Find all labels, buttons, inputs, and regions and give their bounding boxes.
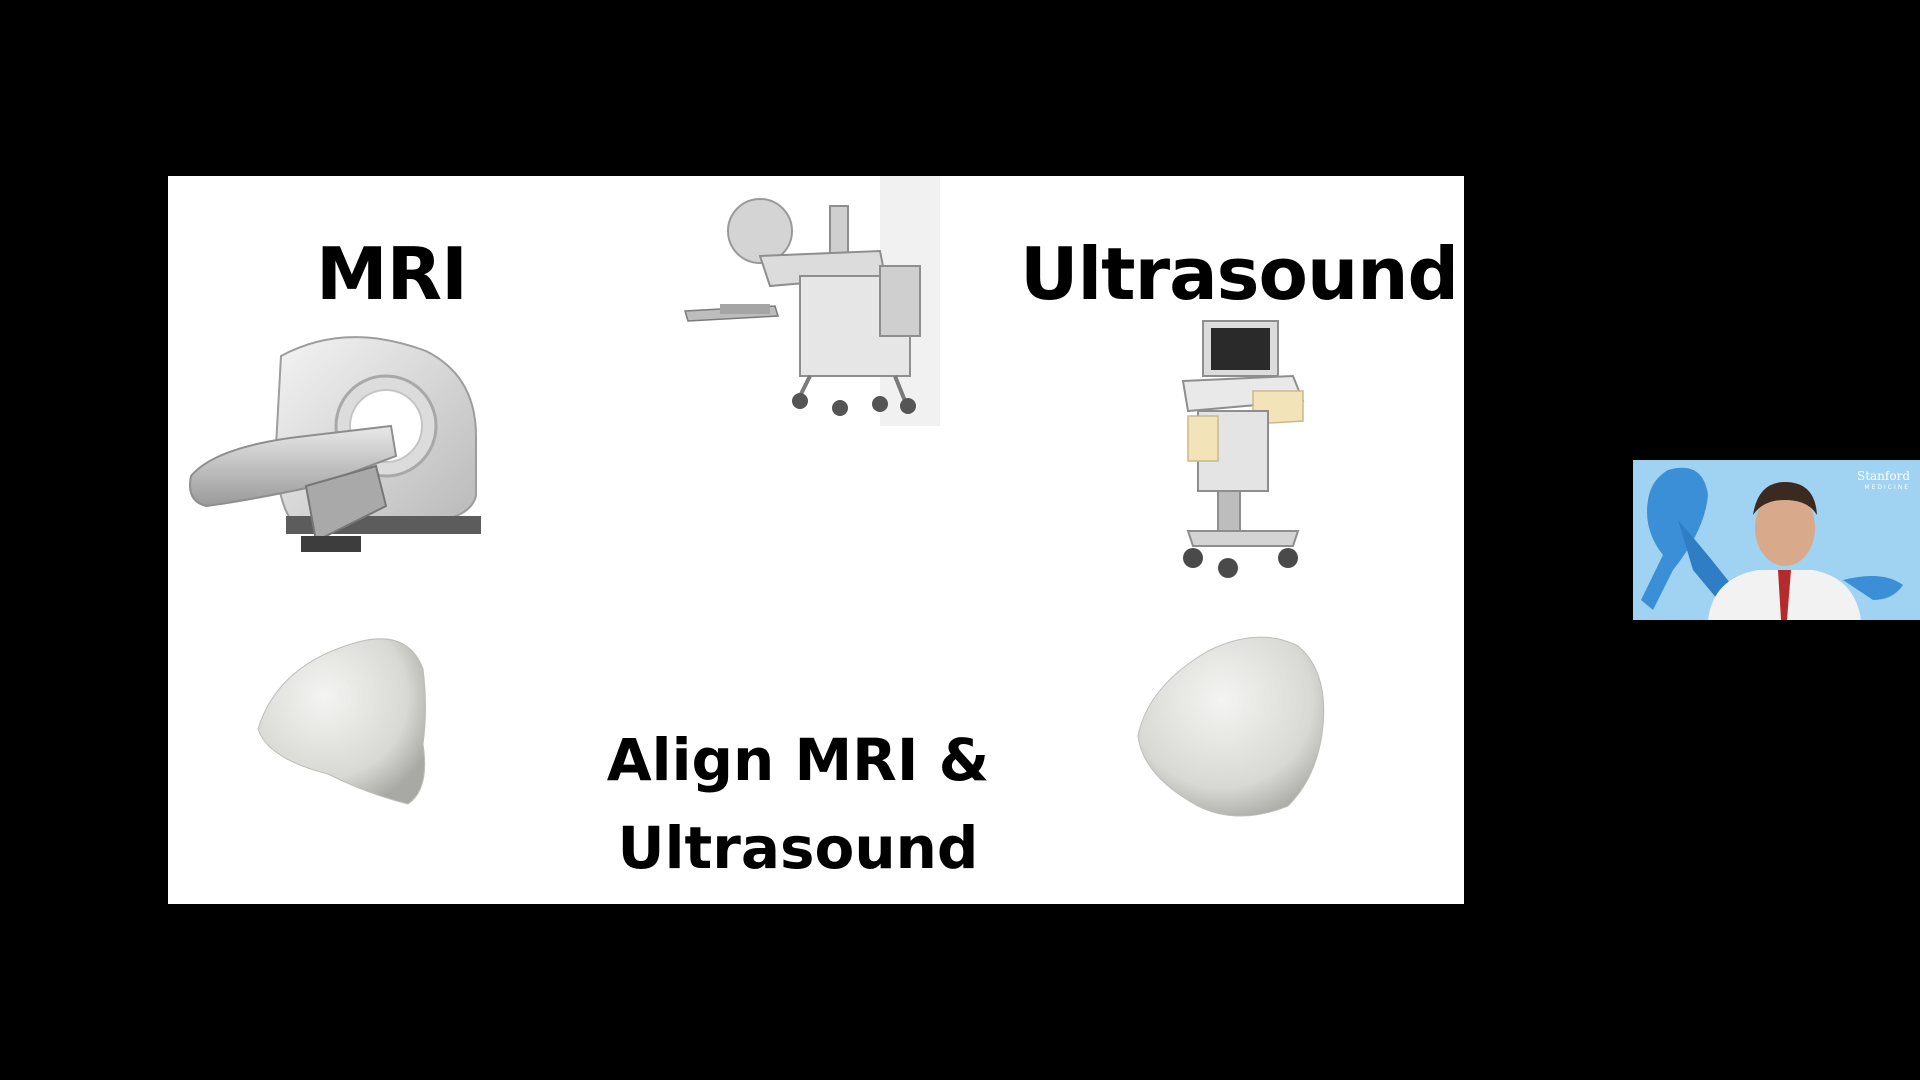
prostate-model-mri-icon (257, 638, 426, 805)
mri-label: MRI (316, 232, 468, 316)
caption-line-1: Align MRI & (606, 726, 990, 794)
logo-name: Stanford (1856, 469, 1910, 483)
caption-line-2: Ultrasound (617, 814, 979, 882)
presenter-video[interactable]: Stanford MEDICINE (1633, 460, 1920, 620)
ultrasound-machine-icon (1181, 320, 1305, 578)
awareness-ribbon-icon (1641, 467, 1903, 620)
ultrasound-label: Ultrasound (1020, 232, 1459, 316)
slide-caption: Align MRI & Ultrasound (568, 716, 1028, 892)
prostate-model-ultrasound-icon (1137, 636, 1325, 817)
biopsy-robot-cart-icon (684, 176, 940, 426)
presentation-slide: MRI Ultrasound (168, 176, 1464, 904)
stanford-medicine-logo: Stanford MEDICINE (1857, 470, 1910, 494)
logo-sub: MEDICINE (1864, 484, 1910, 491)
mri-scanner-icon (189, 336, 481, 552)
